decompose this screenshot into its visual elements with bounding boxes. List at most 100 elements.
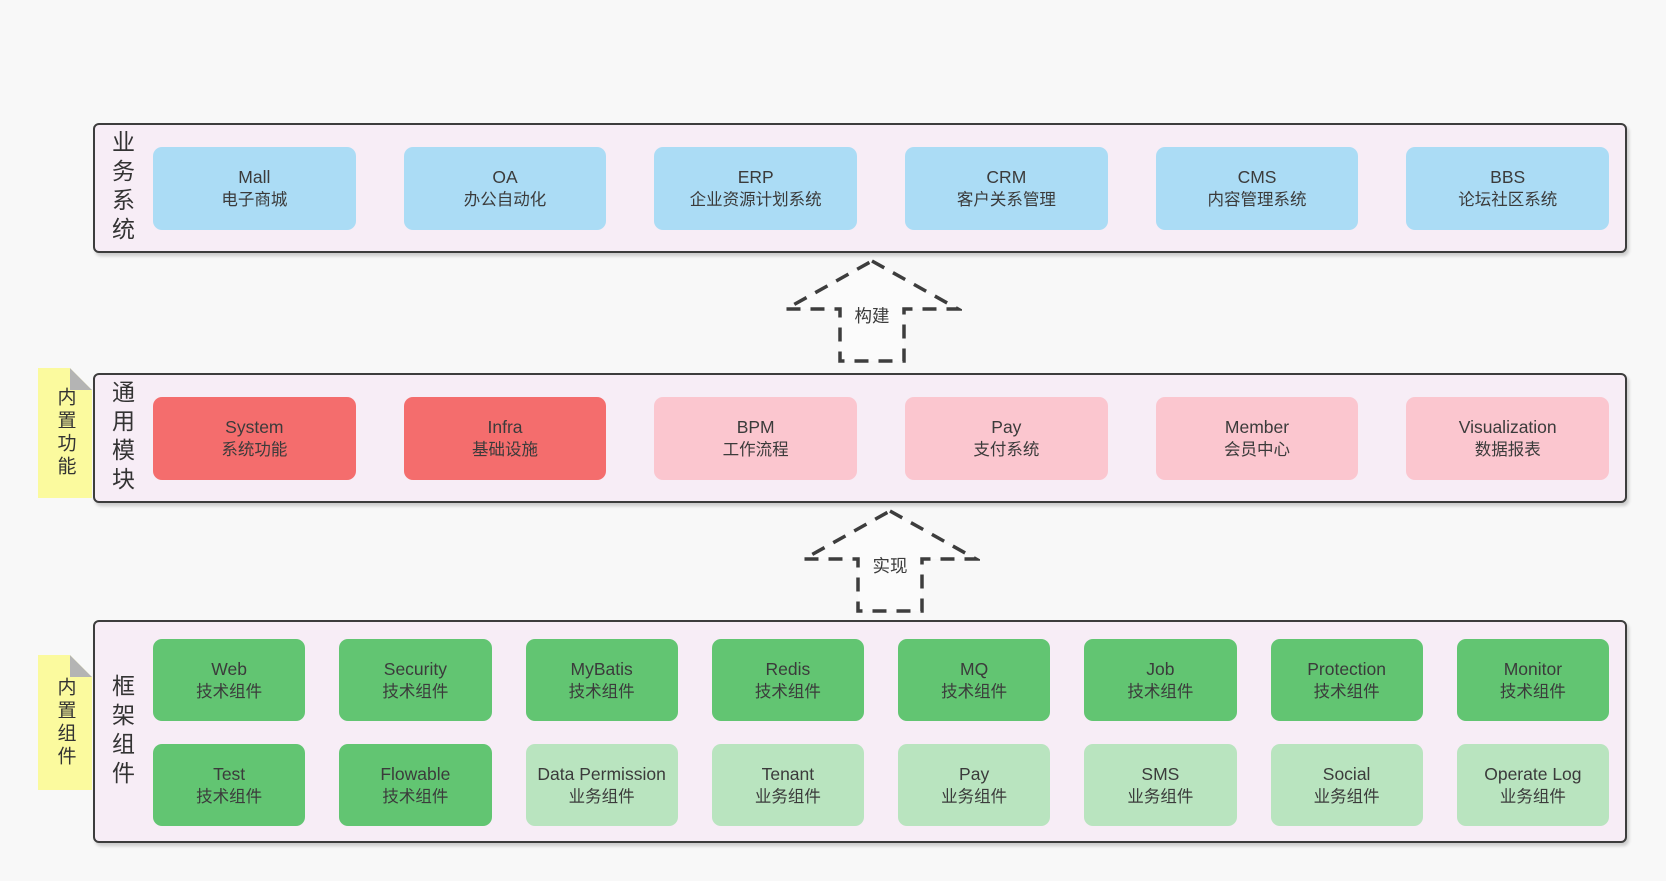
framework-boxes-grid: Web 技术组件 Security 技术组件 MyBatis 技术组件 Redi…	[147, 622, 1625, 841]
box-redis: Redis 技术组件	[711, 639, 864, 721]
box-title: Web	[211, 658, 247, 679]
box-title: MQ	[960, 658, 989, 679]
box-subtitle: 基础设施	[472, 440, 538, 459]
box-subtitle: 办公自动化	[463, 190, 547, 209]
box-subtitle: 论坛社区系统	[1458, 190, 1558, 209]
box-title: Flowable	[380, 763, 451, 784]
box-title: Protection	[1307, 658, 1387, 679]
box-title: Job	[1146, 658, 1175, 679]
box-subtitle: 技术组件	[754, 682, 821, 701]
box-subtitle: 技术组件	[382, 787, 449, 806]
box-subtitle: 技术组件	[196, 787, 263, 806]
box-cms: CMS 内容管理系统	[1155, 146, 1359, 230]
box-subtitle: 技术组件	[382, 682, 449, 701]
box-title: Data Permission	[537, 763, 666, 784]
box-title: Infra	[487, 416, 523, 437]
box-title: Pay	[991, 416, 1022, 437]
box-subtitle: 支付系统	[973, 440, 1040, 459]
sticky-note-builtin-features: 内置功能	[38, 368, 92, 498]
box-title: Redis	[765, 658, 811, 679]
box-title: MyBatis	[570, 658, 633, 679]
box-test: Test 技术组件	[153, 744, 306, 826]
box-web: Web 技术组件	[153, 639, 306, 721]
box-title: Operate Log	[1484, 763, 1582, 784]
box-subtitle: 电子商城	[221, 190, 288, 209]
layer-business-systems: 业务系统 Mall 电子商城 OA 办公自动化 ERP 企业资源计划系统 CRM…	[93, 123, 1627, 253]
box-subtitle: 会员中心	[1224, 440, 1291, 459]
box-subtitle: 技术组件	[1313, 682, 1380, 701]
arrow-implement: 实现	[800, 507, 980, 615]
arrow-implement-label: 实现	[869, 553, 911, 578]
box-title: Social	[1322, 763, 1371, 784]
arrow-build: 构建	[782, 257, 962, 365]
box-title: Visualization	[1458, 416, 1557, 437]
box-subtitle: 业务组件	[1313, 787, 1380, 806]
box-infra: Infra 基础设施	[403, 396, 607, 480]
layer-common-modules: 通用模块 System 系统功能 Infra 基础设施 BPM 工作流程 Pay…	[93, 373, 1627, 503]
box-data-permission: Data Permission 业务组件	[525, 744, 678, 826]
box-subtitle: 工作流程	[722, 440, 789, 459]
box-subtitle: 业务组件	[754, 787, 821, 806]
box-system: System 系统功能	[153, 396, 356, 480]
box-title: Tenant	[761, 763, 815, 784]
box-operate-log: Operate Log 业务组件	[1456, 744, 1609, 826]
box-pay: Pay 支付系统	[905, 396, 1108, 480]
box-subtitle: 业务组件	[941, 787, 1008, 806]
box-subtitle: 技术组件	[196, 682, 263, 701]
box-subtitle: 技术组件	[568, 682, 635, 701]
box-monitor: Monitor 技术组件	[1456, 639, 1609, 721]
box-subtitle: 技术组件	[1499, 682, 1566, 701]
box-subtitle: 数据报表	[1474, 440, 1541, 459]
box-subtitle: 企业资源计划系统	[689, 190, 822, 209]
box-mq: MQ 技术组件	[898, 639, 1051, 721]
sticky-note-builtin-components: 内置组件	[38, 655, 92, 790]
box-social: Social 业务组件	[1270, 744, 1423, 826]
box-subtitle: 技术组件	[941, 682, 1008, 701]
box-subtitle: 内容管理系统	[1207, 190, 1307, 209]
box-flowable: Flowable 技术组件	[339, 744, 492, 826]
box-subtitle: 业务组件	[1499, 787, 1566, 806]
box-mybatis: MyBatis 技术组件	[525, 639, 678, 721]
box-title: CMS	[1237, 166, 1277, 187]
box-member: Member 会员中心	[1155, 396, 1359, 480]
box-title: Test	[213, 763, 246, 784]
box-title: Mall	[238, 166, 271, 187]
box-title: BPM	[736, 416, 775, 437]
box-subtitle: 技术组件	[1127, 682, 1194, 701]
box-bpm: BPM 工作流程	[654, 396, 858, 480]
sticky-note-label: 内置功能	[54, 387, 76, 479]
box-title: System	[225, 416, 284, 437]
common-boxes-row: System 系统功能 Infra 基础设施 BPM 工作流程 Pay 支付系统…	[147, 375, 1625, 501]
box-title: Member	[1224, 416, 1290, 437]
box-pay-biz: Pay 业务组件	[898, 744, 1051, 826]
box-title: OA	[492, 166, 518, 187]
arrow-build-label: 构建	[851, 303, 893, 328]
box-title: BBS	[1490, 166, 1526, 187]
box-subtitle: 业务组件	[1127, 787, 1194, 806]
box-protection: Protection 技术组件	[1270, 639, 1423, 721]
layer-label-business: 业务系统	[108, 130, 135, 246]
layer-label-framework: 框架组件	[108, 673, 135, 790]
folded-corner-icon	[70, 655, 92, 677]
box-tenant: Tenant 业务组件	[711, 744, 864, 826]
box-crm: CRM 客户关系管理	[905, 146, 1108, 230]
box-erp: ERP 企业资源计划系统	[654, 146, 858, 230]
business-boxes-row: Mall 电子商城 OA 办公自动化 ERP 企业资源计划系统 CRM 客户关系…	[147, 125, 1625, 251]
box-subtitle: 系统功能	[221, 440, 288, 459]
box-subtitle: 业务组件	[568, 787, 635, 806]
box-bbs: BBS 论坛社区系统	[1406, 146, 1610, 230]
box-title: Pay	[959, 763, 990, 784]
box-title: ERP	[737, 166, 774, 187]
box-title: CRM	[986, 166, 1027, 187]
box-subtitle: 客户关系管理	[956, 190, 1056, 209]
box-title: Security	[383, 658, 447, 679]
box-visualization: Visualization 数据报表	[1406, 396, 1610, 480]
box-mall: Mall 电子商城	[153, 146, 356, 230]
box-title: Monitor	[1503, 658, 1563, 679]
layer-label-common: 通用模块	[108, 380, 135, 496]
box-title: SMS	[1141, 763, 1180, 784]
box-security: Security 技术组件	[339, 639, 492, 721]
layer-framework-components: 框架组件 Web 技术组件 Security 技术组件 MyBatis 技术组件…	[93, 620, 1627, 843]
sticky-note-label: 内置组件	[54, 676, 76, 769]
